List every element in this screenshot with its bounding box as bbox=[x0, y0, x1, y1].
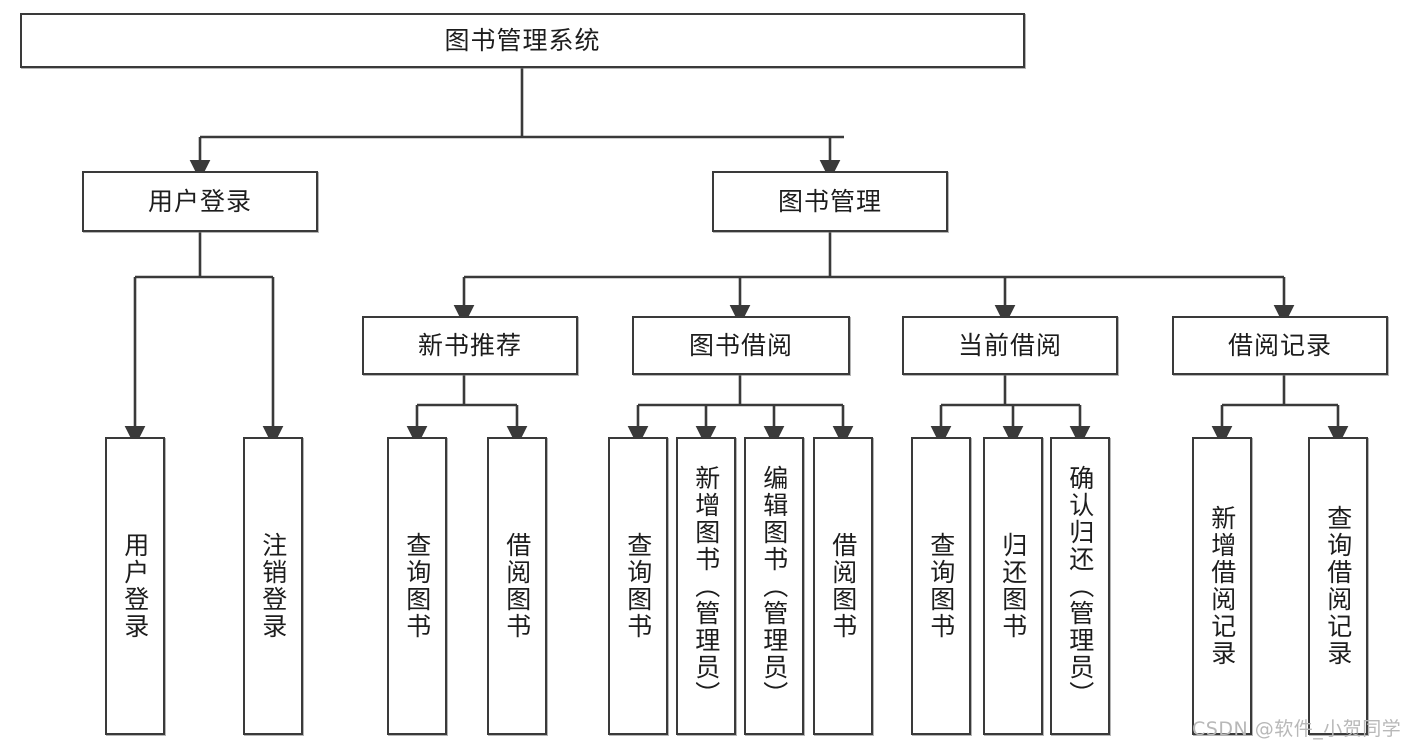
node-current-borrow[interactable]: 当前借阅 bbox=[902, 316, 1118, 375]
node-book-manage-label: 图书管理 bbox=[777, 186, 882, 216]
node-leaf-logout-label: 注销登录 bbox=[258, 532, 288, 640]
node-borrow-record[interactable]: 借阅记录 bbox=[1172, 316, 1388, 375]
node-new-book-rec[interactable]: 新书推荐 bbox=[362, 316, 578, 375]
node-leaf-edit-book[interactable]: 编辑图书（管理员） bbox=[744, 437, 804, 735]
node-book-borrow-label: 图书借阅 bbox=[688, 330, 793, 360]
node-leaf-query-book-1[interactable]: 查询图书 bbox=[387, 437, 447, 735]
node-leaf-query-record-label: 查询借阅记录 bbox=[1323, 505, 1353, 667]
node-leaf-logout[interactable]: 注销登录 bbox=[243, 437, 303, 735]
node-leaf-add-book[interactable]: 新增图书（管理员） bbox=[676, 437, 736, 735]
node-book-manage[interactable]: 图书管理 bbox=[712, 171, 948, 232]
node-leaf-borrow-book-1[interactable]: 借阅图书 bbox=[487, 437, 547, 735]
node-leaf-add-record[interactable]: 新增借阅记录 bbox=[1192, 437, 1252, 735]
node-current-borrow-label: 当前借阅 bbox=[957, 330, 1062, 360]
node-leaf-borrow-book-1-label: 借阅图书 bbox=[502, 532, 532, 640]
node-leaf-query-book-3-label: 查询图书 bbox=[926, 532, 956, 640]
node-leaf-query-book-3[interactable]: 查询图书 bbox=[911, 437, 971, 735]
node-book-borrow[interactable]: 图书借阅 bbox=[632, 316, 850, 375]
node-leaf-return-book[interactable]: 归还图书 bbox=[983, 437, 1043, 735]
node-leaf-query-book-1-label: 查询图书 bbox=[402, 532, 432, 640]
node-root[interactable]: 图书管理系统 bbox=[20, 13, 1025, 68]
node-borrow-record-label: 借阅记录 bbox=[1227, 330, 1332, 360]
node-leaf-user-login-label: 用户登录 bbox=[120, 532, 150, 640]
node-leaf-return-book-label: 归还图书 bbox=[998, 532, 1028, 640]
node-leaf-borrow-book-2-label: 借阅图书 bbox=[828, 532, 858, 640]
node-leaf-user-login[interactable]: 用户登录 bbox=[105, 437, 165, 735]
node-leaf-edit-book-label: 编辑图书（管理员） bbox=[759, 464, 789, 708]
node-leaf-borrow-book-2[interactable]: 借阅图书 bbox=[813, 437, 873, 735]
node-leaf-query-book-2-label: 查询图书 bbox=[623, 532, 653, 640]
node-leaf-confirm-return[interactable]: 确认归还（管理员） bbox=[1050, 437, 1110, 735]
node-root-label: 图书管理系统 bbox=[444, 25, 601, 55]
node-leaf-query-record[interactable]: 查询借阅记录 bbox=[1308, 437, 1368, 735]
node-leaf-add-record-label: 新增借阅记录 bbox=[1207, 505, 1237, 667]
csdn-watermark: CSDN @软件_小贺同学 bbox=[1192, 718, 1402, 740]
node-new-book-rec-label: 新书推荐 bbox=[417, 330, 522, 360]
node-user-login-label: 用户登录 bbox=[147, 186, 252, 216]
node-leaf-add-book-label: 新增图书（管理员） bbox=[691, 464, 721, 708]
node-leaf-query-book-2[interactable]: 查询图书 bbox=[608, 437, 668, 735]
node-user-login[interactable]: 用户登录 bbox=[82, 171, 318, 232]
node-leaf-confirm-return-label: 确认归还（管理员） bbox=[1065, 464, 1095, 708]
